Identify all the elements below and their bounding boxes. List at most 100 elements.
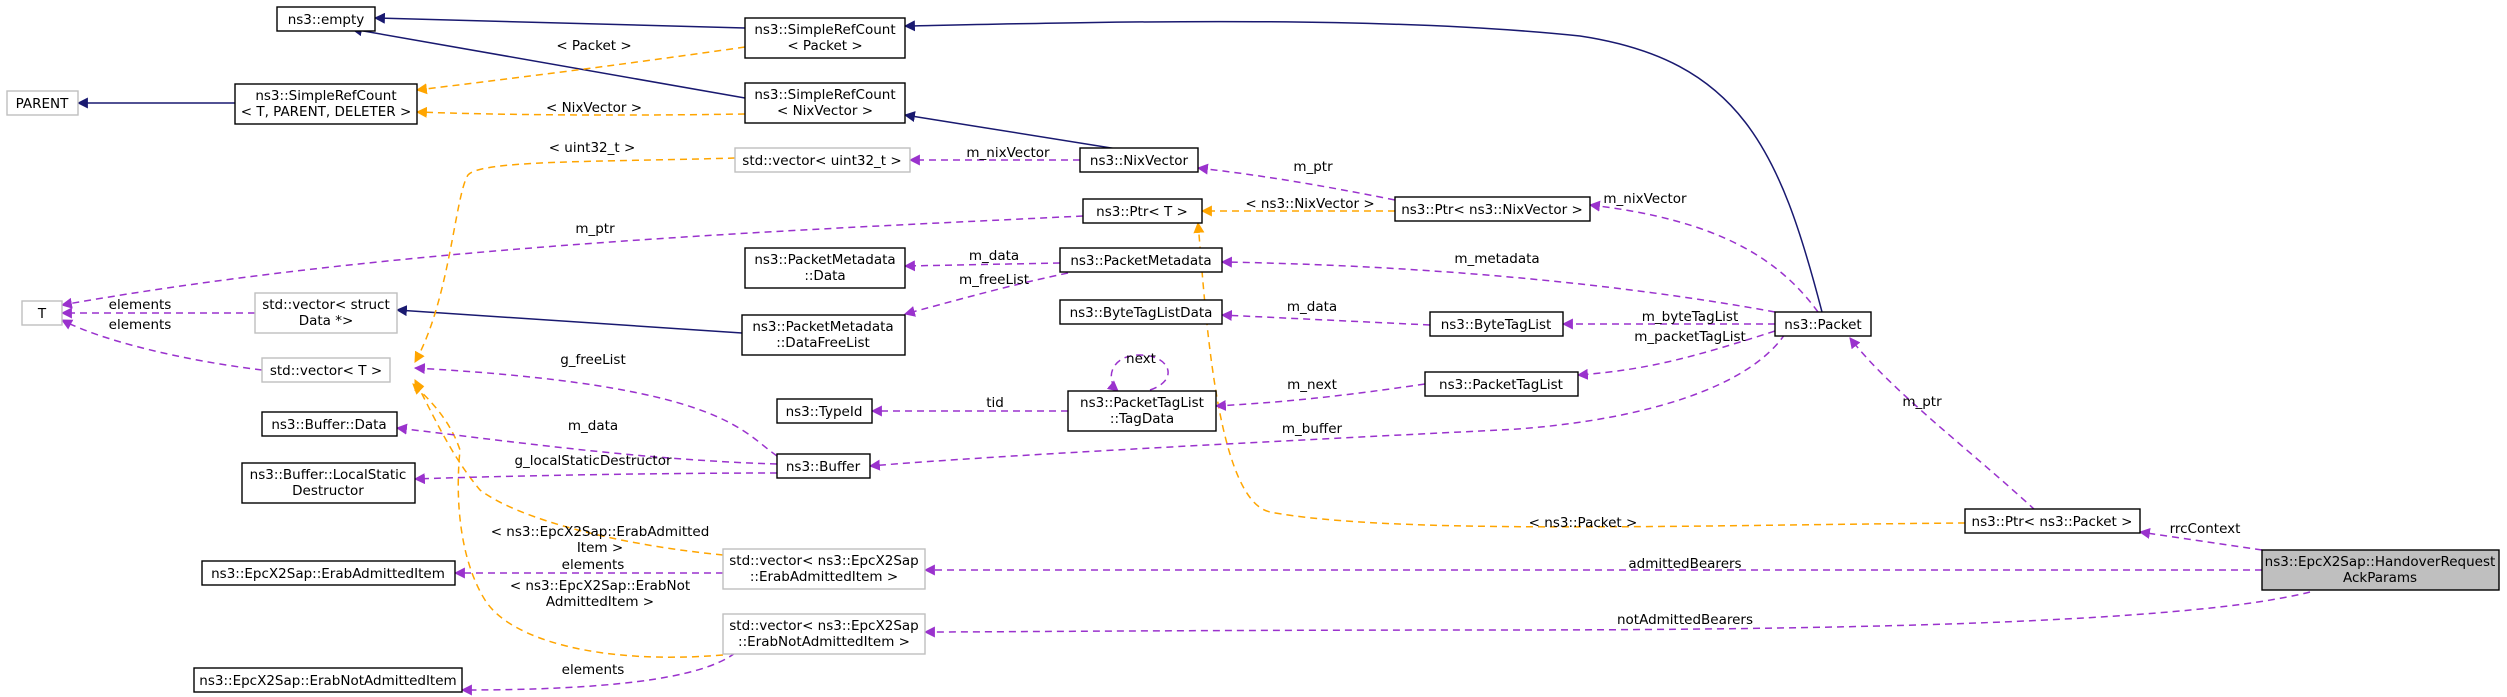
- text-line: m_next: [1287, 377, 1337, 393]
- svg-text:ns3::PacketMetadata::Data: ns3::PacketMetadata::Data: [754, 252, 895, 284]
- text-line: ns3::PacketMetadata: [754, 252, 895, 268]
- edge-label-nixvector-template: < NixVector >: [546, 100, 642, 116]
- edge-usage-m-freelist: [903, 272, 1069, 317]
- edge-label-m-data-buf: m_data: [568, 418, 618, 434]
- text-line: m_nixVector: [966, 145, 1050, 161]
- text-line: ns3::SimpleRefCount: [255, 88, 396, 104]
- node-erabnotadmitteditem[interactable]: ns3::EpcX2Sap::ErabNotAdmittedItem: [193, 667, 463, 693]
- node-simplerefcount-nixvector[interactable]: ns3::SimpleRefCount< NixVector >: [744, 82, 906, 124]
- text-line: elements: [109, 297, 172, 313]
- text-line: < ns3::NixVector >: [1245, 196, 1374, 212]
- text-line: ns3::PacketTagList: [1439, 377, 1563, 393]
- edge-template-erab-not-admitted: [412, 383, 724, 658]
- node-simplerefcount-t-parent-deleter[interactable]: ns3::SimpleRefCount< T, PARENT, DELETER …: [234, 83, 418, 125]
- text-line: g_localStaticDestructor: [514, 453, 671, 469]
- node-erabadmitteditem[interactable]: ns3::EpcX2Sap::ErabAdmittedItem: [201, 560, 456, 586]
- edge-label-m-data-pm: m_data: [969, 248, 1019, 264]
- edge-label-packet-template: < Packet >: [556, 38, 631, 54]
- node-buffer-data[interactable]: ns3::Buffer::Data: [261, 411, 398, 437]
- node-packetmetadata[interactable]: ns3::PacketMetadata: [1059, 247, 1223, 273]
- node-vector-uint32[interactable]: std::vector< uint32_t >: [734, 147, 911, 173]
- text-line: < uint32_t >: [549, 140, 636, 156]
- edge-label-m-nixvector-vec: m_nixVector: [966, 145, 1050, 161]
- text-line: m_metadata: [1454, 251, 1539, 267]
- node-buffer[interactable]: ns3::Buffer: [776, 453, 871, 479]
- edge-simplerefcount-packet-to-empty: [373, 12, 746, 29]
- text-line: < Packet >: [556, 38, 631, 54]
- edge-packet-to-simplerefcount-packet: [903, 20, 1823, 313]
- edge-usage-m-metadata: [1220, 256, 1776, 313]
- svg-text:ns3::Ptr< T >: ns3::Ptr< T >: [1096, 204, 1188, 220]
- text-line: AckParams: [2343, 570, 2417, 586]
- node-vector-erabadmitteditem[interactable]: std::vector< ns3::EpcX2Sap::ErabAdmitted…: [722, 548, 926, 590]
- text-line: Destructor: [292, 483, 364, 499]
- node-ptr-t[interactable]: ns3::Ptr< T >: [1082, 198, 1203, 224]
- edge-usage-g-freelist: [413, 363, 778, 457]
- node-simplerefcount-packet[interactable]: ns3::SimpleRefCount< Packet >: [744, 17, 906, 59]
- text-line: elements: [562, 662, 625, 678]
- text-line: m_data: [568, 418, 618, 434]
- edge-usage-m-buffer: [868, 333, 1786, 471]
- text-line: < ns3::Packet >: [1529, 515, 1638, 531]
- svg-text:ns3::PacketTagList::TagData: ns3::PacketTagList::TagData: [1080, 395, 1204, 427]
- text-line: ::ErabAdmittedItem >: [750, 569, 898, 585]
- node-packettaglist[interactable]: ns3::PacketTagList: [1424, 371, 1579, 397]
- text-line: m_ptr: [1902, 394, 1942, 410]
- svg-text:PARENT: PARENT: [16, 96, 70, 112]
- node-packetmetadata-datafreelist[interactable]: ns3::PacketMetadata::DataFreeList: [741, 314, 906, 356]
- edge-label-admittedbearers: admittedBearers: [1628, 556, 1741, 572]
- node-bytetaglistdata[interactable]: ns3::ByteTagListData: [1059, 299, 1223, 325]
- text-line: ::TagData: [1110, 411, 1174, 427]
- node-vector-erabnotadmitteditem[interactable]: std::vector< ns3::EpcX2Sap::ErabNotAdmit…: [722, 613, 926, 655]
- text-line: std::vector< ns3::EpcX2Sap: [729, 553, 918, 569]
- text-line: std::vector< T >: [270, 363, 382, 379]
- svg-text:ns3::Buffer: ns3::Buffer: [786, 459, 861, 475]
- text-line: g_freeList: [560, 352, 626, 368]
- text-line: < Packet >: [787, 38, 862, 54]
- node-ptr-packet[interactable]: ns3::Ptr< ns3::Packet >: [1964, 508, 2141, 534]
- node-parent[interactable]: PARENT: [6, 90, 79, 116]
- node-ns3-empty[interactable]: ns3::empty: [276, 6, 376, 32]
- svg-text:ns3::NixVector: ns3::NixVector: [1090, 153, 1189, 169]
- edge-label-elements-vec: elements: [109, 317, 172, 333]
- edge-label-elements-struct: elements: [109, 297, 172, 313]
- text-line: m_byteTagList: [1642, 309, 1739, 325]
- edge-template-ptr-packet: [1193, 221, 1966, 528]
- text-line: ::ErabNotAdmittedItem >: [738, 634, 910, 650]
- text-line: ns3::Buffer::Data: [271, 417, 386, 433]
- node-bytetaglist[interactable]: ns3::ByteTagList: [1429, 311, 1564, 337]
- node-t[interactable]: T: [21, 300, 63, 326]
- text-line: m_ptr: [1293, 159, 1333, 175]
- node-vector-t[interactable]: std::vector< T >: [261, 357, 391, 383]
- text-line: std::vector< struct: [262, 297, 390, 313]
- edge-label-ptr-packet-template: < ns3::Packet >: [1529, 515, 1638, 531]
- node-typeid[interactable]: ns3::TypeId: [776, 398, 873, 424]
- edge-label-m-metadata: m_metadata: [1454, 251, 1539, 267]
- edge-usage-elements-vec: [61, 319, 263, 371]
- edge-usage-m-ptr-t: [60, 215, 1084, 309]
- node-packetmetadata-data[interactable]: ns3::PacketMetadata::Data: [744, 247, 906, 289]
- edge-usage-m-next: [1214, 383, 1426, 411]
- node-packet[interactable]: ns3::Packet: [1774, 311, 1872, 337]
- node-nixvector[interactable]: ns3::NixVector: [1079, 147, 1199, 173]
- text-line: notAdmittedBearers: [1617, 612, 1753, 628]
- text-line: tid: [986, 395, 1004, 411]
- text-line: ns3::PacketMetadata: [752, 319, 893, 335]
- text-line: m_data: [1287, 299, 1337, 315]
- edge-label-nix-ptr-template: < ns3::NixVector >: [1245, 196, 1374, 212]
- svg-text:ns3::PacketTagList: ns3::PacketTagList: [1439, 377, 1563, 393]
- edge-template-uint32: [414, 157, 736, 363]
- edge-usage-next: [1106, 354, 1169, 392]
- node-packettaglist-tagdata[interactable]: ns3::PacketTagList::TagData: [1067, 390, 1217, 432]
- svg-text:ns3::PacketMetadata::DataFreeL: ns3::PacketMetadata::DataFreeList: [752, 319, 893, 351]
- edge-label-rrccontext: rrcContext: [2170, 521, 2241, 537]
- edge-nixvector-to-simplerefcount-nixvector: [903, 111, 1131, 152]
- svg-text:ns3::Ptr< ns3::Packet >: ns3::Ptr< ns3::Packet >: [1972, 514, 2133, 530]
- node-ptr-nixvector[interactable]: ns3::Ptr< ns3::NixVector >: [1394, 196, 1591, 222]
- text-line: < T, PARENT, DELETER >: [241, 104, 412, 120]
